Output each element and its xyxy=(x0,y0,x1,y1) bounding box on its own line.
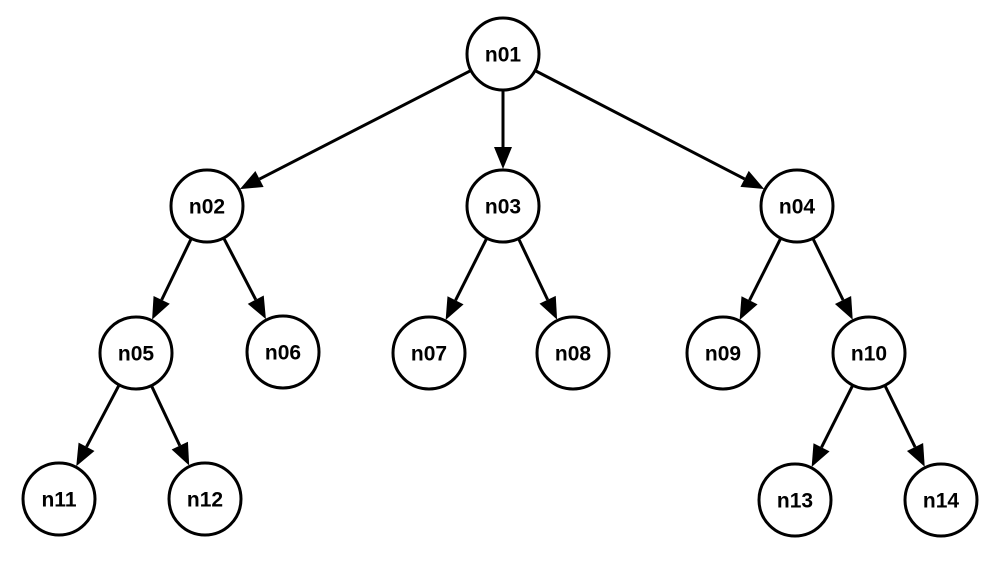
arrowhead-icon xyxy=(445,296,464,320)
edge-line xyxy=(150,385,182,447)
arrowhead-icon xyxy=(247,295,266,320)
node-label: n06 xyxy=(265,342,301,365)
arrowhead-icon xyxy=(152,295,170,320)
graph-node-n11[interactable]: n11 xyxy=(21,461,97,537)
arrowhead-icon xyxy=(239,171,264,190)
node-circle[interactable] xyxy=(167,461,243,537)
arrowhead-icon xyxy=(834,296,853,320)
node-label: n09 xyxy=(705,343,741,366)
arrowhead-icon xyxy=(740,170,765,190)
edge-n04-n10 xyxy=(811,238,853,320)
graph-node-n03[interactable]: n03 xyxy=(465,168,541,244)
graph-node-n09[interactable]: n09 xyxy=(685,315,761,391)
node-circle[interactable] xyxy=(535,315,611,391)
node-circle[interactable] xyxy=(759,168,835,244)
edge-line xyxy=(454,238,488,301)
arrowhead-icon xyxy=(906,443,925,467)
node-label: n14 xyxy=(923,490,960,513)
edge-line xyxy=(517,238,549,301)
edge-n01-n02 xyxy=(239,69,471,190)
node-label: n04 xyxy=(779,196,816,219)
edge-n01-n04 xyxy=(535,69,765,190)
arrowhead-icon xyxy=(494,147,512,169)
node-circle[interactable] xyxy=(391,315,467,391)
nodes-layer: n01 n02 n03 n04 n05 n06 n07 n08 n09 n10 n11 n12 n13 n… xyxy=(21,16,979,538)
node-label: n13 xyxy=(777,490,813,513)
edge-n04-n09 xyxy=(739,238,782,320)
edge-line xyxy=(748,238,782,301)
edge-n10-n14 xyxy=(883,385,925,467)
edge-line xyxy=(883,385,917,448)
node-label: n08 xyxy=(555,343,592,366)
node-label: n11 xyxy=(41,489,76,512)
edge-n10-n13 xyxy=(811,385,854,467)
edge-n01-n03 xyxy=(494,91,512,169)
node-label: n12 xyxy=(187,489,223,512)
arrowhead-icon xyxy=(171,441,190,466)
graph-node-n02[interactable]: n02 xyxy=(169,168,245,244)
edge-line xyxy=(258,69,471,181)
node-circle[interactable] xyxy=(831,315,907,391)
edge-n02-n06 xyxy=(222,238,266,320)
node-label: n07 xyxy=(411,343,447,366)
node-circle[interactable] xyxy=(757,462,833,538)
graph-node-n04[interactable]: n04 xyxy=(759,168,835,244)
arrowhead-icon xyxy=(739,296,758,320)
edge-line xyxy=(811,238,845,301)
node-circle[interactable] xyxy=(903,462,979,538)
edge-n05-n12 xyxy=(150,385,190,466)
node-label: n02 xyxy=(189,196,225,219)
graph-node-n05[interactable]: n05 xyxy=(98,315,174,391)
node-circle[interactable] xyxy=(98,315,174,391)
edge-line xyxy=(222,238,258,301)
graph-node-n14[interactable]: n14 xyxy=(903,462,979,538)
graph-node-n10[interactable]: n10 xyxy=(831,315,907,391)
graph-node-n07[interactable]: n07 xyxy=(391,315,467,391)
edge-line xyxy=(820,385,854,448)
graph-node-n13[interactable]: n13 xyxy=(757,462,833,538)
node-circle[interactable] xyxy=(465,16,541,92)
node-label: n05 xyxy=(118,343,155,366)
edge-n02-n05 xyxy=(152,238,193,320)
edge-line xyxy=(535,69,746,181)
node-label: n01 xyxy=(485,44,522,67)
graph-node-n12[interactable]: n12 xyxy=(167,461,243,537)
graph-node-n06[interactable]: n06 xyxy=(245,314,321,390)
node-circle[interactable] xyxy=(465,168,541,244)
graph-node-n01[interactable]: n01 xyxy=(465,16,541,92)
arrowhead-icon xyxy=(811,443,830,467)
arrowhead-icon xyxy=(539,295,558,320)
node-circle[interactable] xyxy=(169,168,245,244)
node-circle[interactable] xyxy=(685,315,761,391)
arrowhead-icon xyxy=(76,442,95,467)
edge-n05-n11 xyxy=(76,385,121,467)
graph-node-n08[interactable]: n08 xyxy=(535,315,611,391)
edge-n03-n08 xyxy=(517,238,558,320)
node-label: n03 xyxy=(485,196,521,219)
edge-line xyxy=(85,385,121,448)
node-label: n10 xyxy=(851,343,887,366)
node-circle[interactable] xyxy=(245,314,321,390)
edge-line xyxy=(160,238,193,301)
edge-n03-n07 xyxy=(445,238,488,320)
edges-layer xyxy=(76,69,925,467)
node-circle[interactable] xyxy=(21,461,97,537)
